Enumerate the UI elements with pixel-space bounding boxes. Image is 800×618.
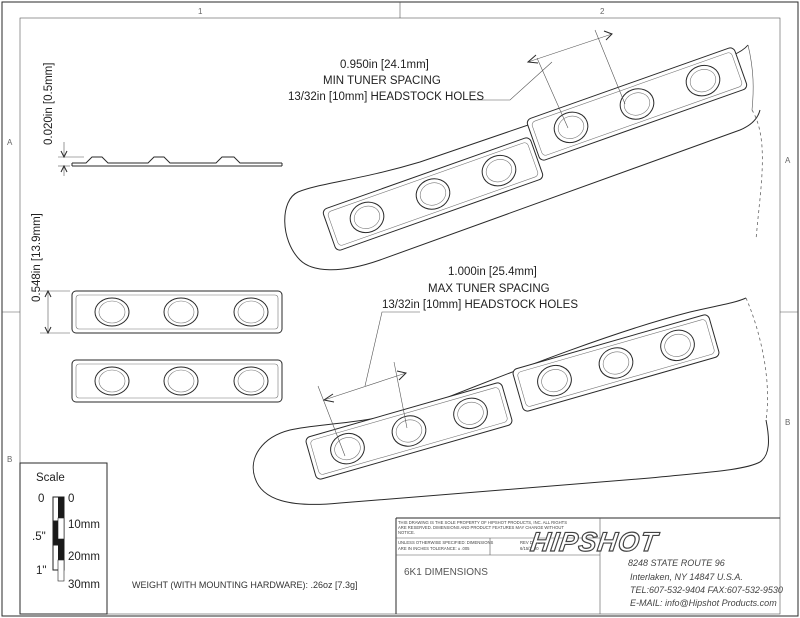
scale-inch-half: .5" [32, 531, 46, 543]
address-line-1: 8248 STATE ROUTE 96 [628, 558, 725, 568]
min-spacing-label: MIN TUNER SPACING [323, 75, 441, 87]
notice-line-2: ARE RESERVED. DIMENSIONS AND PRODUCT FEA… [398, 525, 564, 530]
phone-fax: TEL:607-532-9404 FAX:607-532-9530 [630, 585, 783, 595]
rev-date-value: 6/15/2020 [520, 546, 539, 551]
address-line-2: Interlaken, NY 14847 U.S.A. [630, 572, 743, 582]
zone-col-1: 1 [198, 7, 203, 16]
plate-bottom-view [71, 359, 283, 403]
drawing-title: 6K1 DIMENSIONS [404, 567, 488, 578]
notice-line-3: NOTICE. [398, 530, 415, 535]
rev-date-label: REV DATE: [520, 540, 542, 545]
min-holes-label: 13/32in [10mm] HEADSTOCK HOLES [288, 91, 484, 103]
min-dimension-text: 0.950in [24.1mm] [340, 59, 429, 71]
scale-mm-0: 0 [68, 493, 74, 505]
zone-row-a-right: A [785, 156, 791, 165]
scale-title: Scale [36, 472, 65, 484]
plate-top-view [40, 289, 283, 335]
side-profile-view [58, 142, 283, 176]
zone-row-b-left: B [7, 455, 12, 464]
headstock-min-spacing [284, 29, 763, 271]
tolerance-line-2: ARE IN INCHES TOLERANCE: ± .005 [398, 546, 470, 551]
max-holes-label: 13/32in [10mm] HEADSTOCK HOLES [382, 299, 578, 311]
weight-text: WEIGHT (WITH MOUNTING HARDWARE): .26oz [… [132, 580, 358, 590]
scale-mm-20: 20mm [68, 551, 100, 563]
hipshot-logo: HIPSHOT [529, 526, 662, 557]
width-dimension-text: 0.548in [13.9mm] [31, 213, 43, 302]
scale-inch-0: 0 [38, 493, 44, 505]
title-block [395, 517, 780, 614]
notice-line-1: THIS DRAWING IS THE SOLE PROPERTY OF HIP… [398, 520, 567, 525]
email-text: E-MAIL: info@Hipshot Products.com [630, 598, 777, 608]
scale-box [19, 462, 108, 615]
max-dimension-text: 1.000in [25.4mm] [448, 266, 537, 278]
headstock-max-spacing [252, 297, 769, 505]
scale-inch-1: 1" [36, 565, 46, 577]
zone-row-a-left: A [7, 138, 13, 147]
thickness-dimension-text: 0.020in [0.5mm] [43, 63, 55, 145]
scale-mm-10: 10mm [68, 519, 100, 531]
tolerance-line-1: UNLESS OTHERWISE SPECIFIED: DIMENSIONS [398, 540, 494, 545]
scale-mm-30: 30mm [68, 579, 100, 591]
zone-col-2: 2 [600, 7, 605, 16]
max-spacing-label: MAX TUNER SPACING [428, 283, 550, 295]
zone-row-b-right: B [785, 418, 790, 427]
